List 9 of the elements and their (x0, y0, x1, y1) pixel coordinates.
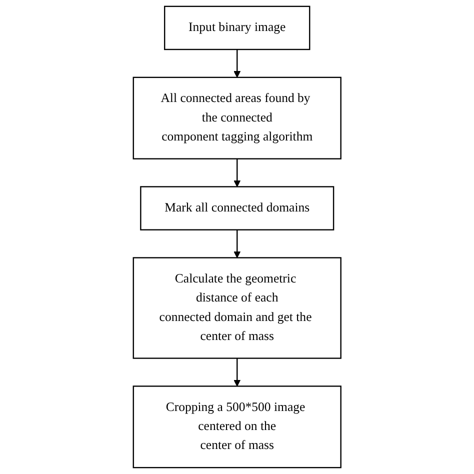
arrow (233, 49, 240, 78)
node-box: All connected areas found by the connected component tagging algorithm (132, 76, 342, 160)
node-box: Calculate the geometric distance of each connected domain and get the center of mass (132, 257, 342, 359)
node-box: Mark all connected domains (140, 186, 334, 230)
node-box: Input binary image (164, 6, 310, 50)
arrow (233, 358, 240, 387)
arrow (233, 158, 240, 188)
arrow (233, 230, 240, 258)
node-box: Cropping a 500*500 image centered on the center of mass (132, 386, 342, 468)
